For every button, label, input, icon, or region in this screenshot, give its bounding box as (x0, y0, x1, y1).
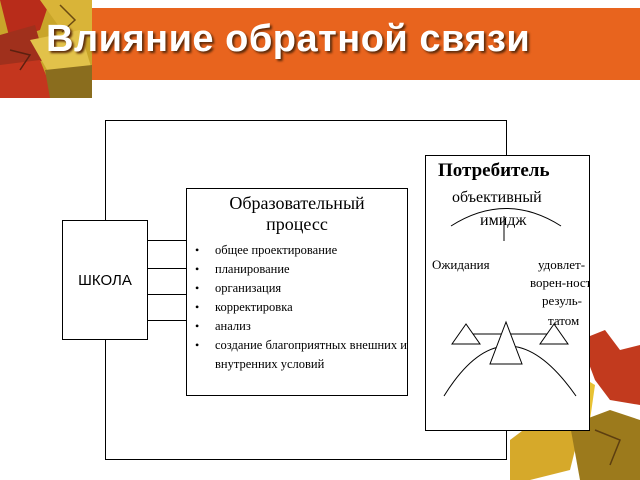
school-box: ШКОЛА (62, 220, 148, 340)
expectations-label: Ожидания (432, 257, 490, 272)
process-item: общее проектирование (195, 241, 407, 260)
satisfaction-line-3: резуль- (542, 293, 582, 308)
consumer-title: Потребитель (438, 160, 550, 181)
autumn-leaves-top-left (0, 0, 92, 98)
satisfaction-line-4: татом (548, 313, 580, 328)
satisfaction-line-2: ворен-ность (530, 275, 589, 290)
slide-title: Влияние обратной связи (46, 18, 531, 60)
educational-process-box: Образовательный процесс общее проектиров… (186, 188, 408, 396)
title-bar (0, 8, 640, 80)
balance-scale-diagram (443, 208, 577, 397)
process-item: анализ (195, 317, 407, 336)
connector-line-1 (148, 240, 186, 241)
process-title-line-1: Образовательный (229, 193, 365, 213)
process-item: организация (195, 279, 407, 298)
connector-line-2 (148, 268, 186, 269)
school-label: ШКОЛА (78, 271, 132, 289)
connector-line-3 (148, 294, 186, 295)
process-list: общее проектирование планирование органи… (187, 241, 407, 374)
objective-image-line-2: имидж (480, 212, 527, 229)
consumer-box: Потребитель объективный имидж Ожидания у… (425, 155, 590, 431)
connector-line-4 (148, 320, 186, 321)
satisfaction-line-1: удовлет- (538, 257, 586, 272)
process-item: создание благоприятных внешних и внутрен… (195, 336, 407, 374)
process-title: Образовательный процесс (187, 193, 407, 235)
process-item: планирование (195, 260, 407, 279)
process-item: корректировка (195, 298, 407, 317)
process-title-line-2: процесс (266, 214, 328, 234)
objective-image-line-1: объективный (452, 189, 542, 206)
